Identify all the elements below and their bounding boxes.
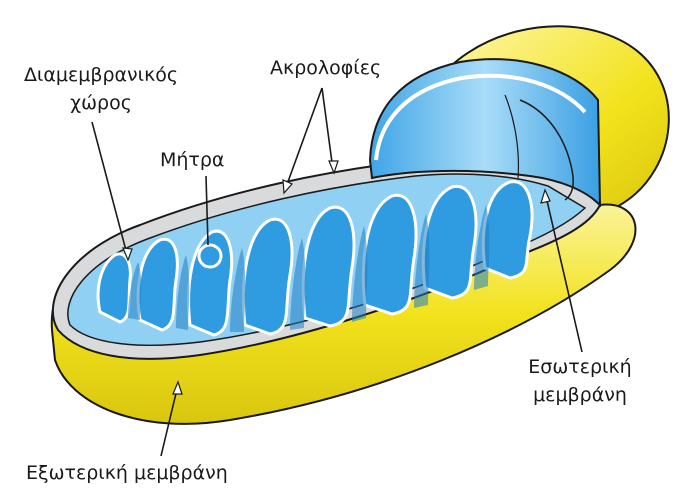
label-intermembrane-space-line1: Διαμεμβρανικός (6, 62, 196, 88)
label-inner-membrane-line2: μεμβράνη (510, 382, 650, 408)
label-inner-membrane-line1: Εσωτερική (510, 354, 650, 380)
label-intermembrane-space-line2: χώρος (6, 90, 196, 116)
leader-cristae-b (322, 88, 333, 170)
label-matrix: Μήτρα (160, 147, 224, 173)
matrix-granule (199, 245, 221, 267)
label-cristae: Ακρολοφίες (270, 55, 381, 81)
label-outer-membrane: Εξωτερική μεμβράνη (26, 460, 228, 486)
